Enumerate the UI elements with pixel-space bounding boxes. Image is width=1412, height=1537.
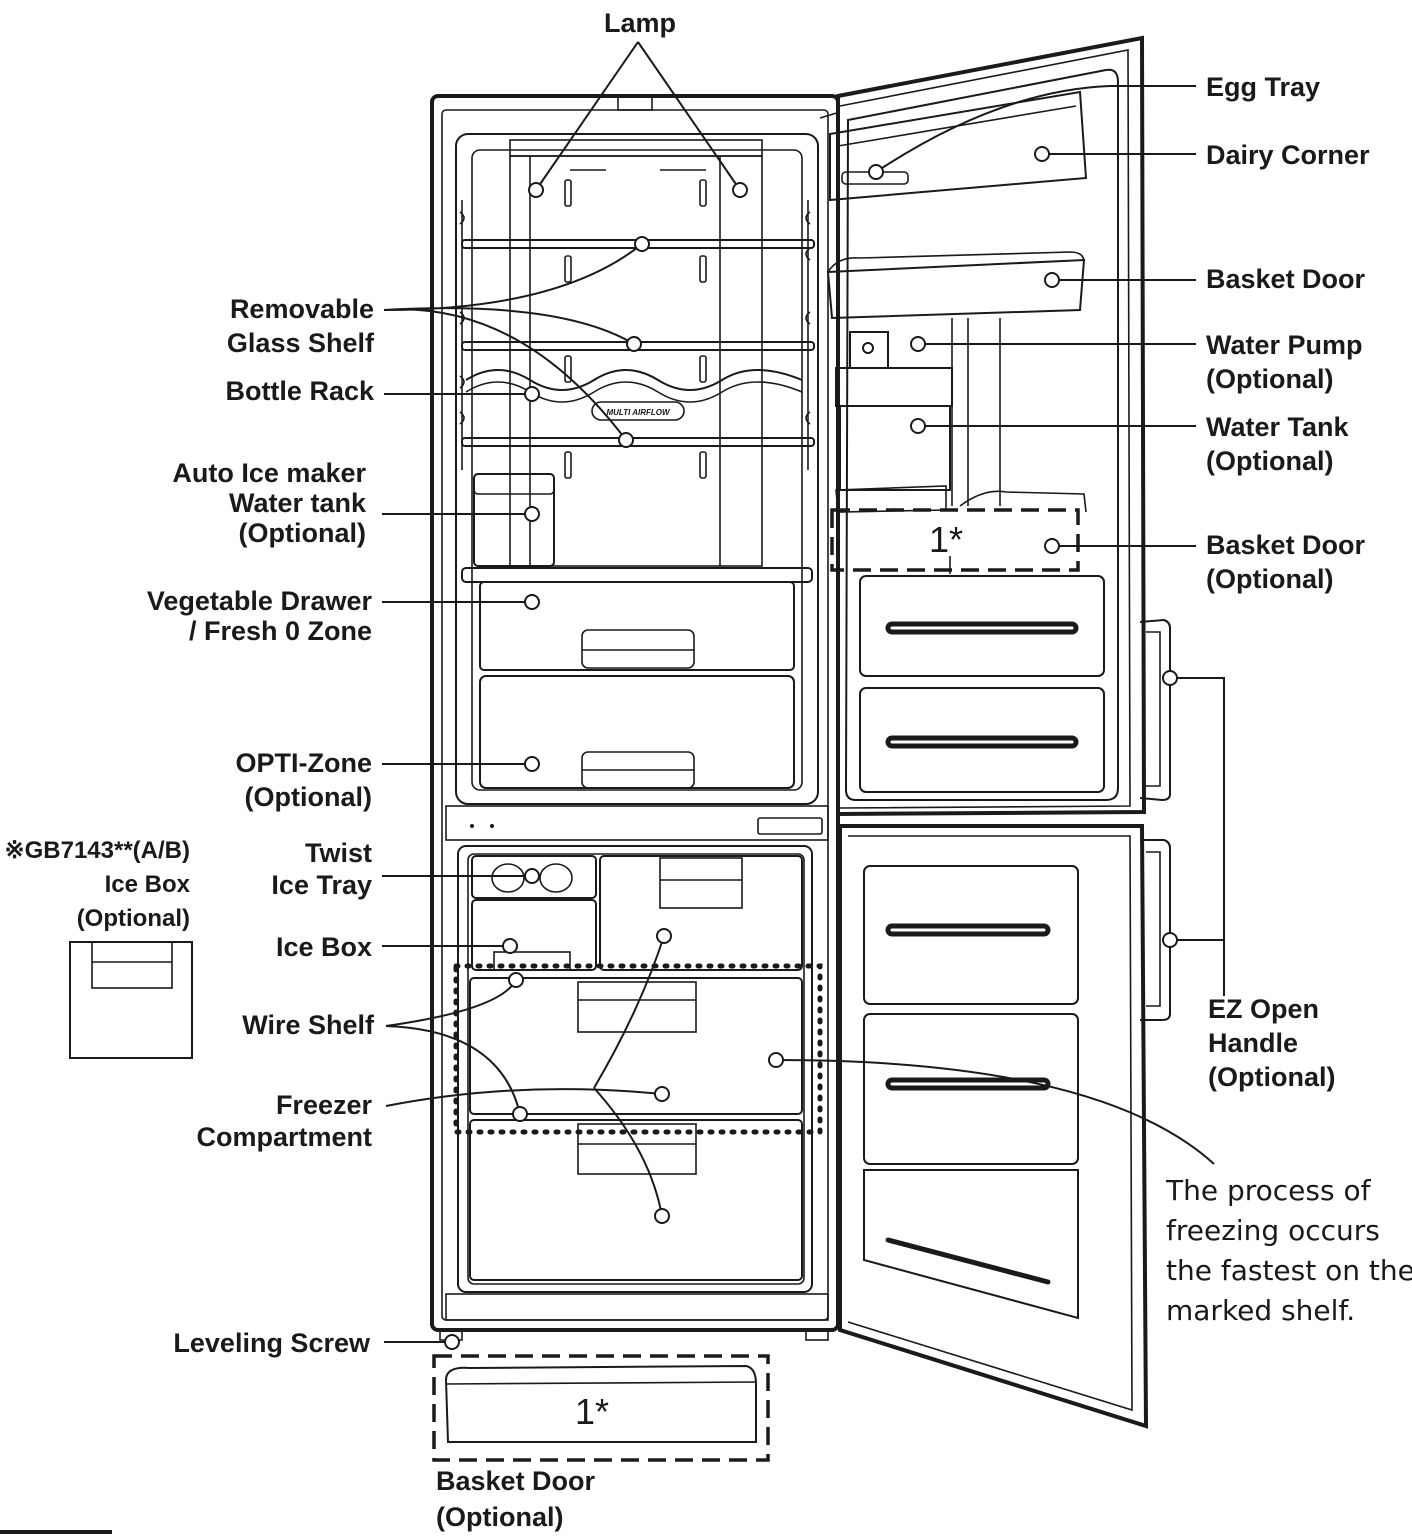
label-model-ice-box: Ice Box [105,871,191,898]
note-line-3: the fastest on the [1166,1254,1412,1287]
label-basket-door-right: Basket Door [1206,530,1366,560]
upper-door [819,35,1171,817]
label-freezer-2: Compartment [196,1122,372,1152]
label-ez-2: Handle [1208,1028,1298,1058]
label-opti-1: OPTI-Zone [236,748,373,778]
label-freezer-1: Freezer [276,1090,373,1120]
label-leveling-screw: Leveling Screw [173,1328,371,1358]
label-dairy-corner: Dairy Corner [1206,140,1370,170]
label-auto-ice-3: (Optional) [239,518,366,548]
leader-lines [382,41,1225,1343]
lower-door [838,824,1171,1429]
label-ice-box: Ice Box [276,932,372,962]
callout-dots [444,146,1178,1350]
note-line-4: marked shelf. [1166,1294,1355,1327]
labels: Lamp Egg Tray Dairy Corner Basket Door W… [5,8,1412,1532]
optional-ice-box [69,941,193,1059]
airflow-badge-text: MULTI AIRFLOW [606,408,671,417]
label-vegetable-2: / Fresh 0 Zone [189,616,372,646]
note-line-1: The process of [1165,1174,1372,1207]
label-basket-bottom-1: Basket Door [436,1466,596,1496]
label-model-optional: (Optional) [77,905,190,932]
label-bottle-rack: Bottle Rack [225,376,375,406]
label-basket-door: Basket Door [1206,264,1366,294]
label-egg-tray: Egg Tray [1206,72,1320,102]
note-line-2: freezing occurs [1166,1214,1380,1247]
label-ez-3: (Optional) [1208,1062,1335,1092]
marker-top: 1* [929,519,963,560]
label-vegetable-1: Vegetable Drawer [147,586,373,616]
label-basket-bottom-2: (Optional) [436,1502,563,1532]
footer-rule [0,1530,112,1534]
label-water-pump-optional: (Optional) [1206,364,1333,394]
label-wire-shelf: Wire Shelf [242,1010,375,1040]
label-auto-ice-2: Water tank [229,488,367,518]
label-lamp: Lamp [604,8,676,38]
label-model: ※GB7143**(A/B) [5,837,191,864]
label-water-pump: Water Pump [1206,330,1363,360]
fridge-cabinet: MULTI AIRFLOW [430,94,840,1341]
label-water-tank-optional: (Optional) [1206,446,1333,476]
marker-bottom: 1* [575,1391,609,1432]
label-opti-2: (Optional) [245,782,372,812]
label-twist-2: Ice Tray [271,870,372,900]
bottom-basket [432,1354,770,1462]
label-removable-2: Glass Shelf [227,328,375,358]
label-removable-1: Removable [230,294,374,324]
label-water-tank: Water Tank [1206,412,1350,442]
label-ez-1: EZ Open [1208,994,1319,1024]
label-twist-1: Twist [305,838,372,868]
label-auto-ice-1: Auto Ice maker [172,458,366,488]
label-basket-door-right-optional: (Optional) [1206,564,1333,594]
